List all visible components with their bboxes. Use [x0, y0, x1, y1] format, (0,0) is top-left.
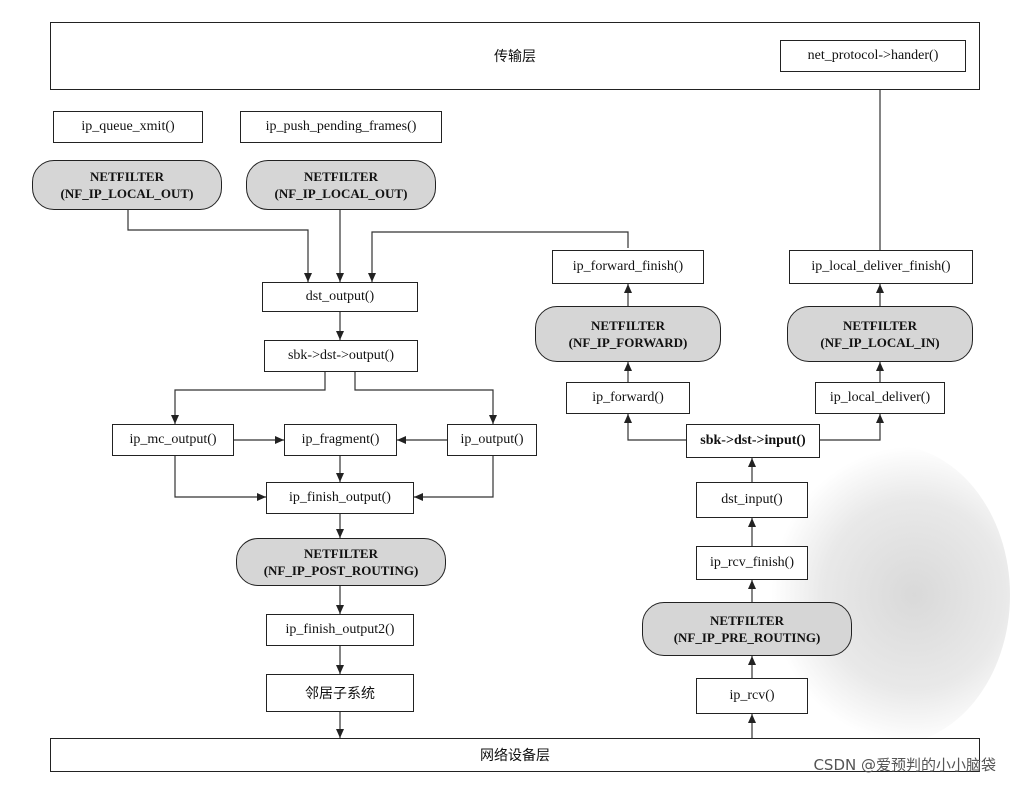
netfilter-hook: (NF_IP_FORWARD)	[568, 335, 688, 350]
ip-queue-xmit-label: ip_queue_xmit()	[81, 119, 175, 134]
transport-layer-label: 传输层	[494, 50, 536, 65]
dst-output-box: dst_output()	[262, 282, 418, 312]
ip-finish-output2-label: ip_finish_output2()	[285, 622, 395, 637]
ip-mc-output-label: ip_mc_output()	[129, 432, 217, 447]
net-protocol-handler-label: net_protocol->hander()	[807, 48, 939, 63]
ip-forward-finish-label: ip_forward_finish()	[572, 259, 684, 274]
neighbor-subsystem-label: 邻居子系统	[305, 687, 375, 702]
netfilter-title: NETFILTER	[304, 546, 378, 561]
net-protocol-handler-box: net_protocol->hander()	[780, 40, 966, 72]
ip-finish-output2-box: ip_finish_output2()	[266, 614, 414, 646]
netfilter-title: NETFILTER	[710, 613, 784, 628]
netfilter-title: NETFILTER	[591, 318, 665, 333]
netfilter-forward: NETFILTER (NF_IP_FORWARD)	[535, 306, 721, 362]
dst-output-label: dst_output()	[305, 289, 375, 304]
netfilter-pre-routing: NETFILTER (NF_IP_PRE_ROUTING)	[642, 602, 852, 656]
netfilter-hook: (NF_IP_LOCAL_IN)	[820, 335, 940, 350]
ip-rcv-finish-box: ip_rcv_finish()	[696, 546, 808, 580]
ip-mc-output-box: ip_mc_output()	[112, 424, 234, 456]
ip-local-deliver-label: ip_local_deliver()	[829, 390, 931, 405]
ip-forward-label: ip_forward()	[592, 390, 664, 405]
ip-rcv-label: ip_rcv()	[729, 688, 775, 703]
ip-fragment-label: ip_fragment()	[301, 432, 380, 447]
dst-input-box: dst_input()	[696, 482, 808, 518]
ip-push-pending-frames-label: ip_push_pending_frames()	[265, 119, 417, 134]
ip-queue-xmit-box: ip_queue_xmit()	[53, 111, 203, 143]
dst-input-label: dst_input()	[721, 492, 783, 507]
netfilter-local-in: NETFILTER (NF_IP_LOCAL_IN)	[787, 306, 973, 362]
netfilter-local-out-2: NETFILTER (NF_IP_LOCAL_OUT)	[246, 160, 436, 210]
netfilter-title: NETFILTER	[304, 169, 378, 184]
ip-forward-finish-box: ip_forward_finish()	[552, 250, 704, 284]
watermark-text: CSDN @爱预判的小小脑袋	[813, 756, 996, 774]
netfilter-hook: (NF_IP_POST_ROUTING)	[263, 563, 419, 578]
ip-local-deliver-box: ip_local_deliver()	[815, 382, 945, 414]
netfilter-hook: (NF_IP_PRE_ROUTING)	[673, 630, 821, 645]
ip-finish-output-label: ip_finish_output()	[289, 490, 391, 505]
ip-forward-box: ip_forward()	[566, 382, 690, 414]
ip-rcv-box: ip_rcv()	[696, 678, 808, 714]
ip-push-pending-frames-box: ip_push_pending_frames()	[240, 111, 442, 143]
background-stamp	[770, 445, 1010, 745]
netfilter-hook: (NF_IP_LOCAL_OUT)	[60, 186, 194, 201]
netfilter-title: NETFILTER	[90, 169, 164, 184]
netfilter-post-routing: NETFILTER (NF_IP_POST_ROUTING)	[236, 538, 446, 586]
sbk-dst-output-box: sbk->dst->output()	[264, 340, 418, 372]
ip-rcv-finish-label: ip_rcv_finish()	[710, 555, 794, 570]
ip-output-box: ip_output()	[447, 424, 537, 456]
neighbor-subsystem-box: 邻居子系统	[266, 674, 414, 712]
netfilter-title: NETFILTER	[843, 318, 917, 333]
netfilter-local-out-1: NETFILTER (NF_IP_LOCAL_OUT)	[32, 160, 222, 210]
network-device-layer: 网络设备层	[50, 738, 980, 772]
ip-local-deliver-finish-label: ip_local_deliver_finish()	[811, 259, 951, 274]
sbk-dst-output-label: sbk->dst->output()	[287, 348, 394, 363]
ip-finish-output-box: ip_finish_output()	[266, 482, 414, 514]
network-device-layer-label: 网络设备层	[480, 749, 550, 764]
ip-fragment-box: ip_fragment()	[284, 424, 397, 456]
ip-output-label: ip_output()	[460, 432, 524, 447]
sbk-dst-input-label: sbk->dst->input()	[700, 433, 806, 448]
netfilter-hook: (NF_IP_LOCAL_OUT)	[274, 186, 408, 201]
ip-local-deliver-finish-box: ip_local_deliver_finish()	[789, 250, 973, 284]
sbk-dst-input-box: sbk->dst->input()	[686, 424, 820, 458]
